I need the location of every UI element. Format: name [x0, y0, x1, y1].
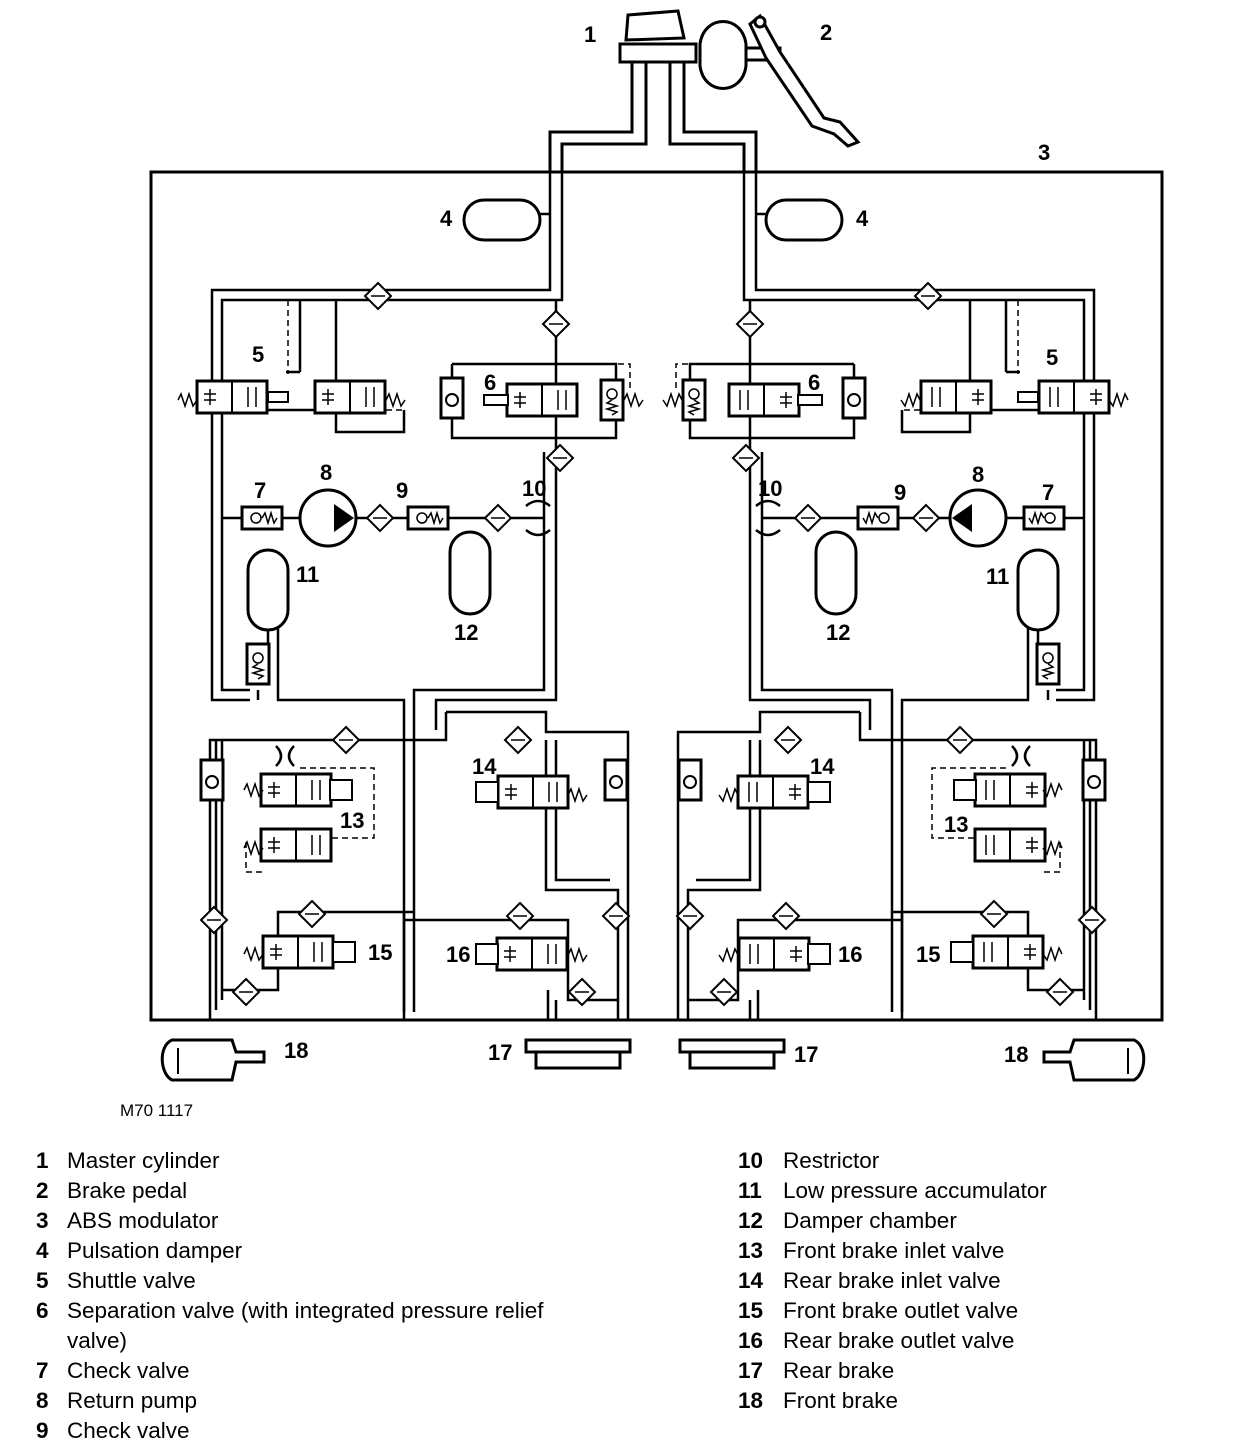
callout-15-right: 15 [916, 942, 940, 967]
right-circuit [662, 172, 1129, 1020]
callout-3: 3 [1038, 140, 1050, 165]
master-cylinder [618, 9, 748, 90]
callout-11-left: 11 [296, 562, 319, 587]
callout-17-right: 17 [794, 1042, 818, 1067]
abs-modulator-housing [149, 170, 1164, 1022]
abs-hydraulic-diagram: 1 2 3 4 4 5 5 6 6 7 7 8 8 9 9 10 10 11 1… [120, 9, 1164, 1120]
callout-6-right: 6 [808, 370, 820, 395]
callout-14-left: 14 [472, 754, 497, 779]
callout-18-left: 18 [284, 1038, 308, 1063]
callout-15-left: 15 [368, 940, 392, 965]
callout-7-left: 7 [254, 478, 266, 503]
front-brake-left [160, 1038, 266, 1082]
callout-13-right: 13 [944, 812, 968, 837]
callout-7-right: 7 [1042, 480, 1054, 505]
callout-13-left: 13 [340, 808, 364, 833]
callout-2: 2 [820, 20, 832, 45]
callout-16-left: 16 [446, 942, 470, 967]
callout-5-left: 5 [252, 342, 264, 367]
callout-14-right: 14 [810, 754, 835, 779]
rear-brake-right [678, 1038, 786, 1070]
left-circuit [177, 172, 644, 1020]
callout-16-right: 16 [838, 942, 862, 967]
callout-6-left: 6 [484, 370, 496, 395]
callout-10-left: 10 [522, 476, 546, 501]
callout-5-right: 5 [1046, 345, 1058, 370]
callout-8-left: 8 [320, 460, 332, 485]
callout-12-right: 12 [826, 620, 850, 645]
callout-4-right: 4 [856, 206, 869, 231]
callout-12-left: 12 [454, 620, 478, 645]
callout-10-right: 10 [758, 476, 782, 501]
callout-17-left: 17 [488, 1040, 512, 1065]
callout-11-right: 11 [986, 564, 1009, 589]
callout-18-right: 18 [1004, 1042, 1028, 1067]
callout-9-left: 9 [396, 478, 408, 503]
master-cylinder-lines [548, 62, 758, 172]
rear-brake-left [524, 1038, 632, 1070]
drawing-code: M70 1117 [120, 1101, 193, 1120]
callout-labels: 1 2 3 4 4 5 5 6 6 7 7 8 8 9 9 10 10 11 1… [120, 20, 1058, 1120]
callout-8-right: 8 [972, 462, 984, 487]
callout-9-right: 9 [894, 480, 906, 505]
brake-pedal [744, 13, 861, 148]
front-brake-right [1042, 1038, 1146, 1082]
callout-4-left: 4 [440, 206, 453, 231]
callout-1: 1 [584, 22, 596, 47]
